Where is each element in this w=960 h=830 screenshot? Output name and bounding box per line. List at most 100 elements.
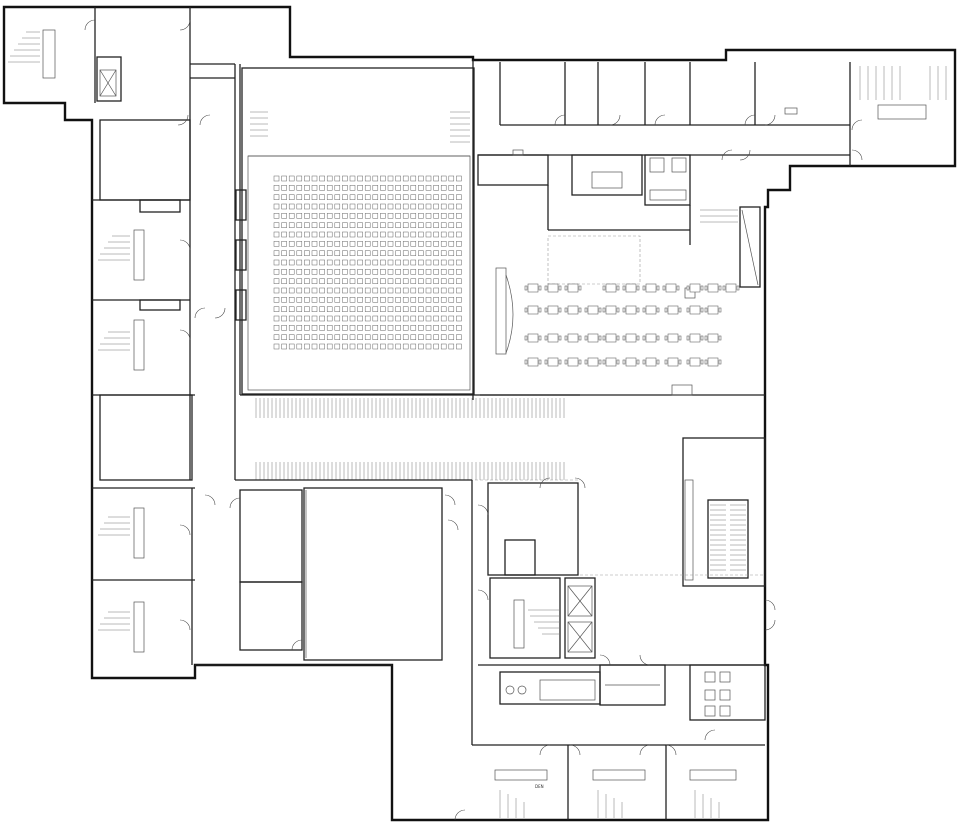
seat: [311, 250, 318, 256]
chair: [598, 335, 602, 341]
seat: [380, 306, 386, 312]
table: [689, 305, 701, 315]
seat: [372, 231, 379, 238]
seat: [342, 213, 348, 219]
seat: [326, 194, 333, 200]
seat: [342, 250, 348, 256]
table-group: [584, 305, 602, 315]
seat: [311, 185, 318, 191]
chair: [656, 307, 660, 313]
stair-left-2: [98, 331, 130, 351]
chair: [678, 335, 682, 341]
seat: [364, 306, 371, 312]
seat: [288, 315, 295, 322]
seat: [402, 194, 409, 200]
seat: [311, 213, 318, 219]
seat: [372, 334, 379, 340]
seat: [349, 297, 356, 303]
seat: [334, 213, 341, 219]
seat: [456, 325, 462, 331]
seat: [349, 325, 356, 331]
table: [707, 357, 719, 367]
chair: [544, 359, 548, 365]
seat: [402, 334, 409, 340]
seat: [357, 194, 363, 200]
seat: [410, 315, 417, 322]
stair-auditorium: [250, 111, 470, 143]
seat: [273, 194, 280, 200]
stair-right-hall: [710, 504, 746, 571]
seat: [296, 194, 303, 200]
seat: [281, 287, 287, 294]
seat: [342, 222, 348, 228]
seat: [433, 259, 439, 266]
table: [527, 357, 539, 367]
seat: [395, 297, 401, 303]
seat: [456, 222, 462, 228]
chair: [704, 359, 708, 365]
seat: [364, 325, 371, 331]
lobby-corridor: [240, 394, 580, 481]
seat: [364, 315, 371, 322]
chair: [616, 285, 620, 291]
stair-top-right: [851, 66, 947, 161]
seat: [410, 231, 417, 238]
seat: [326, 213, 333, 219]
seat: [433, 297, 439, 303]
seat: [440, 213, 447, 219]
seat: [410, 334, 417, 340]
seat: [440, 185, 447, 191]
seat: [281, 306, 287, 312]
seat: [364, 297, 371, 303]
seat: [410, 185, 417, 191]
chair: [642, 335, 646, 341]
seat: [425, 269, 432, 275]
table-group: [642, 283, 660, 293]
seat: [281, 194, 287, 200]
seat: [288, 194, 295, 200]
seat: [273, 175, 280, 182]
seat: [418, 315, 424, 322]
seat: [288, 175, 295, 182]
lower-left-block: [195, 479, 472, 666]
table-group: [524, 357, 542, 367]
seat: [410, 194, 417, 200]
seat: [296, 334, 303, 340]
seat: [334, 334, 341, 340]
seat: [448, 185, 455, 191]
seat: [418, 334, 424, 340]
table: [587, 333, 599, 343]
stair-service: [700, 209, 738, 223]
seat: [342, 343, 348, 350]
seat: [433, 269, 439, 275]
seat: [334, 287, 341, 294]
table-group: [686, 357, 704, 367]
seat: [288, 203, 295, 210]
seat: [372, 297, 379, 303]
seat: [372, 259, 379, 266]
seat: [319, 259, 325, 266]
seat: [334, 250, 341, 256]
table-group: [622, 305, 640, 315]
table: [645, 333, 657, 343]
seat: [281, 231, 287, 238]
seat: [349, 269, 356, 275]
seat: [456, 297, 462, 303]
chair: [722, 285, 726, 291]
seat: [418, 343, 424, 350]
auditorium: [241, 67, 475, 395]
table: [665, 283, 677, 293]
seat: [342, 269, 348, 275]
table: [667, 333, 679, 343]
table-group: [686, 305, 704, 315]
seat: [311, 278, 318, 284]
seat: [425, 278, 432, 284]
right-stair-hall: [580, 437, 776, 631]
seat: [380, 278, 386, 284]
seat: [402, 306, 409, 312]
seat: [418, 175, 424, 182]
seat: [273, 185, 280, 191]
seat: [342, 315, 348, 322]
table-group: [664, 305, 682, 315]
chair: [622, 285, 626, 291]
